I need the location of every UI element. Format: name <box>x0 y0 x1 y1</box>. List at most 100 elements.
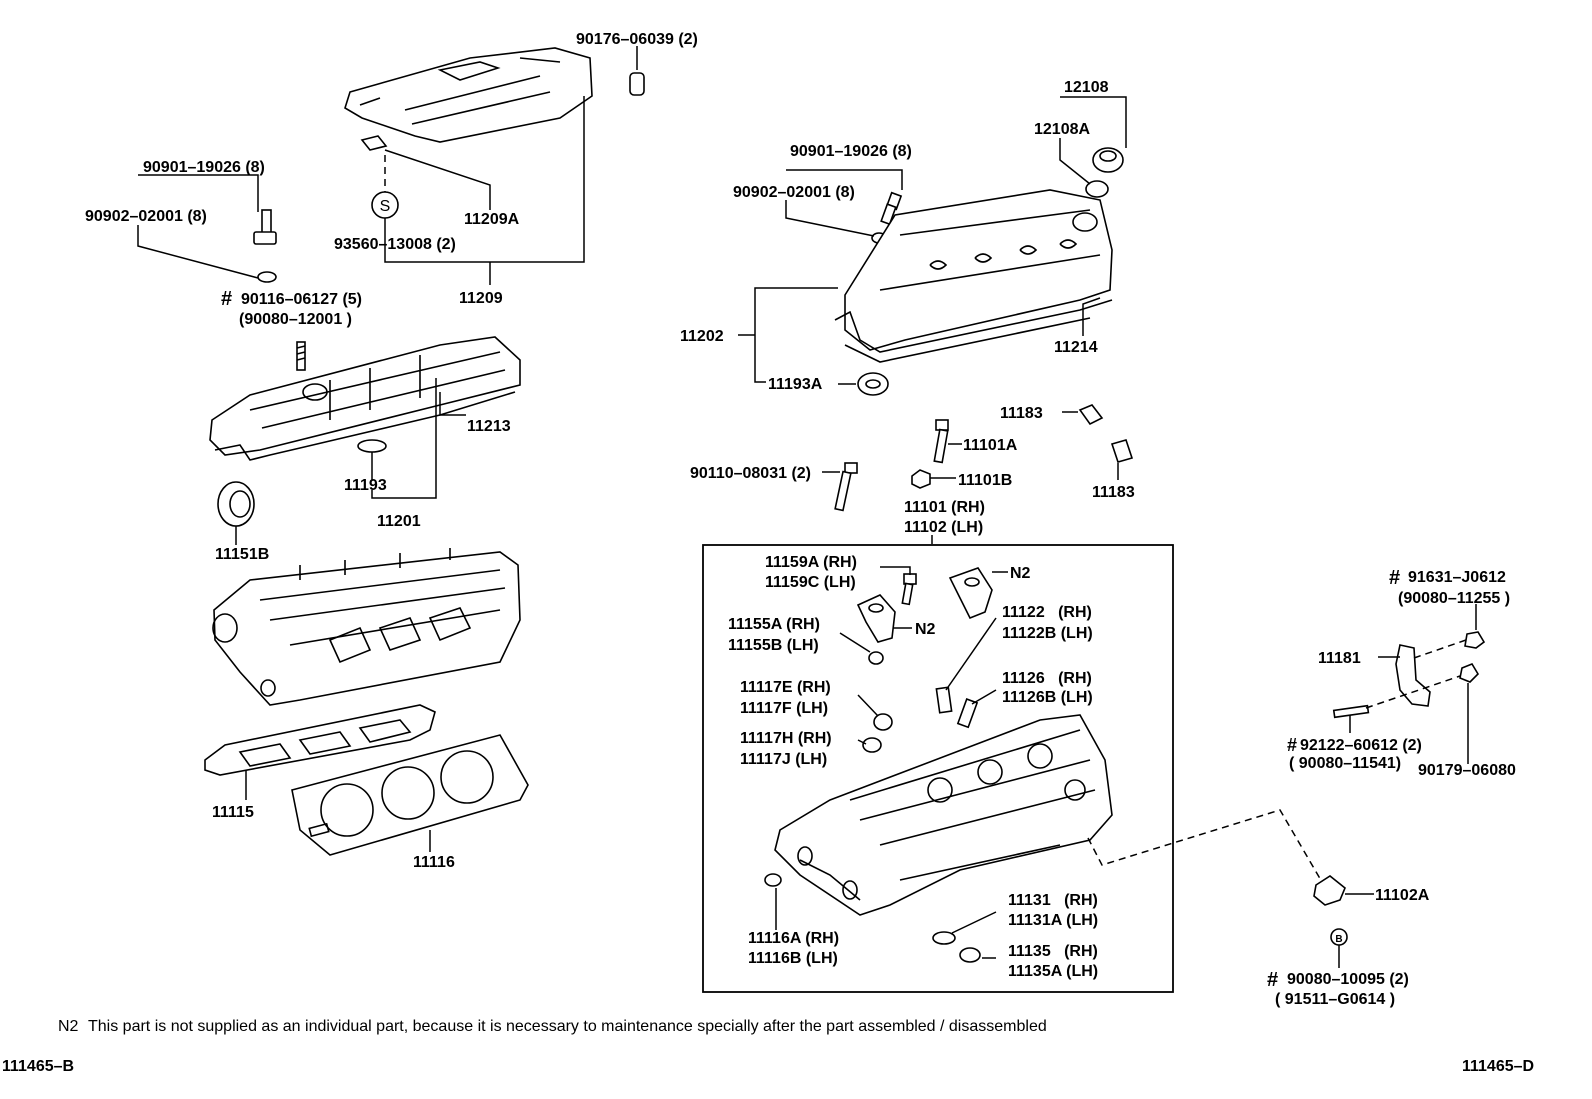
s-marker-label: S <box>380 198 391 215</box>
label-11159A: 11159A (RH) <box>765 554 857 571</box>
label-91511-G0614: ( 91511–G0614 ) <box>1275 991 1395 1008</box>
footer-code-right: 111465–D <box>1462 1058 1534 1075</box>
right-cylinder-head-drawing <box>774 714 1113 916</box>
label-91631-J0612: 91631–J0612 <box>1408 569 1506 586</box>
head-gasket-drawing <box>291 734 529 856</box>
left-stud-drawing <box>296 341 306 371</box>
label-11193: 11193 <box>344 477 387 494</box>
label-11117J: 11117J (LH) <box>740 751 827 768</box>
label-11183-upper: 11183 <box>1000 405 1043 422</box>
label-11151B: 11151B <box>215 546 269 563</box>
left-head-cover-drawing <box>209 336 521 461</box>
seal-11117H-drawing <box>862 737 882 753</box>
label-90901-19026-right: 90901–19026 (8) <box>790 143 912 160</box>
manifold-gasket-drawing <box>204 704 436 776</box>
cam-bearing-cap-upper-drawing <box>948 567 993 620</box>
label-11102-lh: 11102 (LH) <box>904 519 983 536</box>
plug-11117E-drawing <box>873 713 893 731</box>
label-11101A: 11101A <box>963 437 1018 454</box>
plug-11131-drawing <box>932 931 956 945</box>
label-n2-upper: N2 <box>1010 565 1031 582</box>
footer-code-left: 111465–B <box>2 1058 74 1075</box>
label-11135A: 11135A (LH) <box>1008 963 1098 980</box>
oil-filler-cap-drawing <box>1085 147 1124 198</box>
label-11131A: 11131A (LH) <box>1008 912 1098 929</box>
label-11102A: 11102A <box>1375 887 1430 904</box>
label-11122: 11122 (RH) <box>1002 604 1092 621</box>
label-12108: 12108 <box>1064 79 1109 96</box>
svg-text:B: B <box>1335 934 1342 945</box>
label-11155A: 11155A (RH) <box>728 616 820 633</box>
cap-nut-drawing <box>629 72 645 96</box>
label-11135: 11135 (RH) <box>1008 943 1098 960</box>
right-head-cover-drawing <box>834 189 1113 363</box>
left-cylinder-head-drawing <box>212 548 521 706</box>
label-90080-11541: ( 90080–11541) <box>1289 755 1401 772</box>
label-11155B: 11155B (LH) <box>728 637 819 654</box>
label-90179-06080: 90179–06080 <box>1418 762 1516 779</box>
hash-mark-90080: # <box>1267 969 1278 991</box>
label-11117F: 11117F (LH) <box>740 700 828 717</box>
o-ring-11193-drawing <box>357 439 387 453</box>
s-marker: S <box>371 191 399 219</box>
label-11183-lower: 11183 <box>1092 484 1135 501</box>
label-11117H: 11117H (RH) <box>740 730 832 747</box>
label-90110-08031: 90110–08031 (2) <box>690 465 811 482</box>
washer-11155-drawing <box>868 651 884 665</box>
label-90080-11255: (90080–11255 ) <box>1398 590 1510 607</box>
footer: N2 This part is not supplied as an indiv… <box>2 1018 1534 1075</box>
guide-11126-drawing <box>956 698 979 729</box>
plug-11135-drawing <box>959 947 981 963</box>
label-n2-lower: N2 <box>915 621 936 638</box>
hash-mark-90116: # <box>221 288 232 310</box>
part-labels: 90176–06039 (2) 12108 12108A 90901–19026… <box>85 31 1516 1008</box>
hash-mark-91631: # <box>1389 567 1400 589</box>
label-11201: 11201 <box>377 513 421 530</box>
cam-bearing-cap-lower-drawing <box>856 594 896 643</box>
guide-11122-drawing <box>935 686 953 714</box>
label-11193A: 11193A <box>768 376 823 393</box>
label-11126B: 11126B (LH) <box>1002 689 1093 706</box>
label-11209: 11209 <box>459 290 503 307</box>
label-11115: 11115 <box>212 804 254 821</box>
label-11214: 11214 <box>1054 339 1098 356</box>
label-11126: 11126 (RH) <box>1002 670 1092 687</box>
bolt-90110-drawing <box>834 462 858 512</box>
footer-note-text: This part is not supplied as an individu… <box>88 1018 1047 1035</box>
label-11131: 11131 (RH) <box>1008 892 1098 909</box>
bolt-11159-drawing <box>901 573 917 606</box>
bracket-11183-lower-drawing <box>1110 439 1134 463</box>
label-12108A: 12108A <box>1034 121 1090 138</box>
label-11116B: 11116B (LH) <box>748 950 838 967</box>
label-93560-13008: 93560–13008 (2) <box>334 236 456 253</box>
leader-lines <box>137 46 1477 968</box>
label-11116: 11116 <box>413 854 455 871</box>
label-90080-12001: (90080–12001 ) <box>239 311 352 328</box>
label-11101B: 11101B <box>958 472 1012 489</box>
label-90901-19026-left: 90901–19026 (8) <box>143 159 265 176</box>
label-90080-10095: 90080–10095 (2) <box>1287 971 1409 988</box>
label-11117E: 11117E (RH) <box>740 679 831 696</box>
label-11181: 11181 <box>1318 650 1361 667</box>
label-90902-02001-right: 90902–02001 (8) <box>733 184 855 201</box>
label-90116-06127: 90116–06127 (5) <box>241 291 362 308</box>
plug-seal-drawing <box>857 372 889 396</box>
label-92122-60612: 92122–60612 (2) <box>1300 737 1422 754</box>
label-11202: 11202 <box>680 328 724 345</box>
label-11159C: 11159C (LH) <box>765 574 856 591</box>
label-11116A: 11116A (RH) <box>748 930 839 947</box>
label-11209A: 11209A <box>464 211 520 228</box>
plug-11116A-drawing <box>764 873 782 887</box>
label-11213: 11213 <box>467 418 511 435</box>
label-90176-06039: 90176–06039 (2) <box>576 31 698 48</box>
nut-11101B-drawing <box>911 469 931 489</box>
bracket-11181-drawing <box>1332 631 1486 719</box>
label-11101-rh: 11101 (RH) <box>904 499 985 516</box>
cylinder-head-subparts-box <box>702 544 1174 993</box>
label-11122B: 11122B (LH) <box>1002 625 1093 642</box>
bracket-11183-upper-drawing <box>1078 404 1104 426</box>
engine-cover-drawing <box>344 47 593 151</box>
bolt-11101A-drawing <box>933 419 949 464</box>
hash-mark-92122: # <box>1287 735 1297 755</box>
